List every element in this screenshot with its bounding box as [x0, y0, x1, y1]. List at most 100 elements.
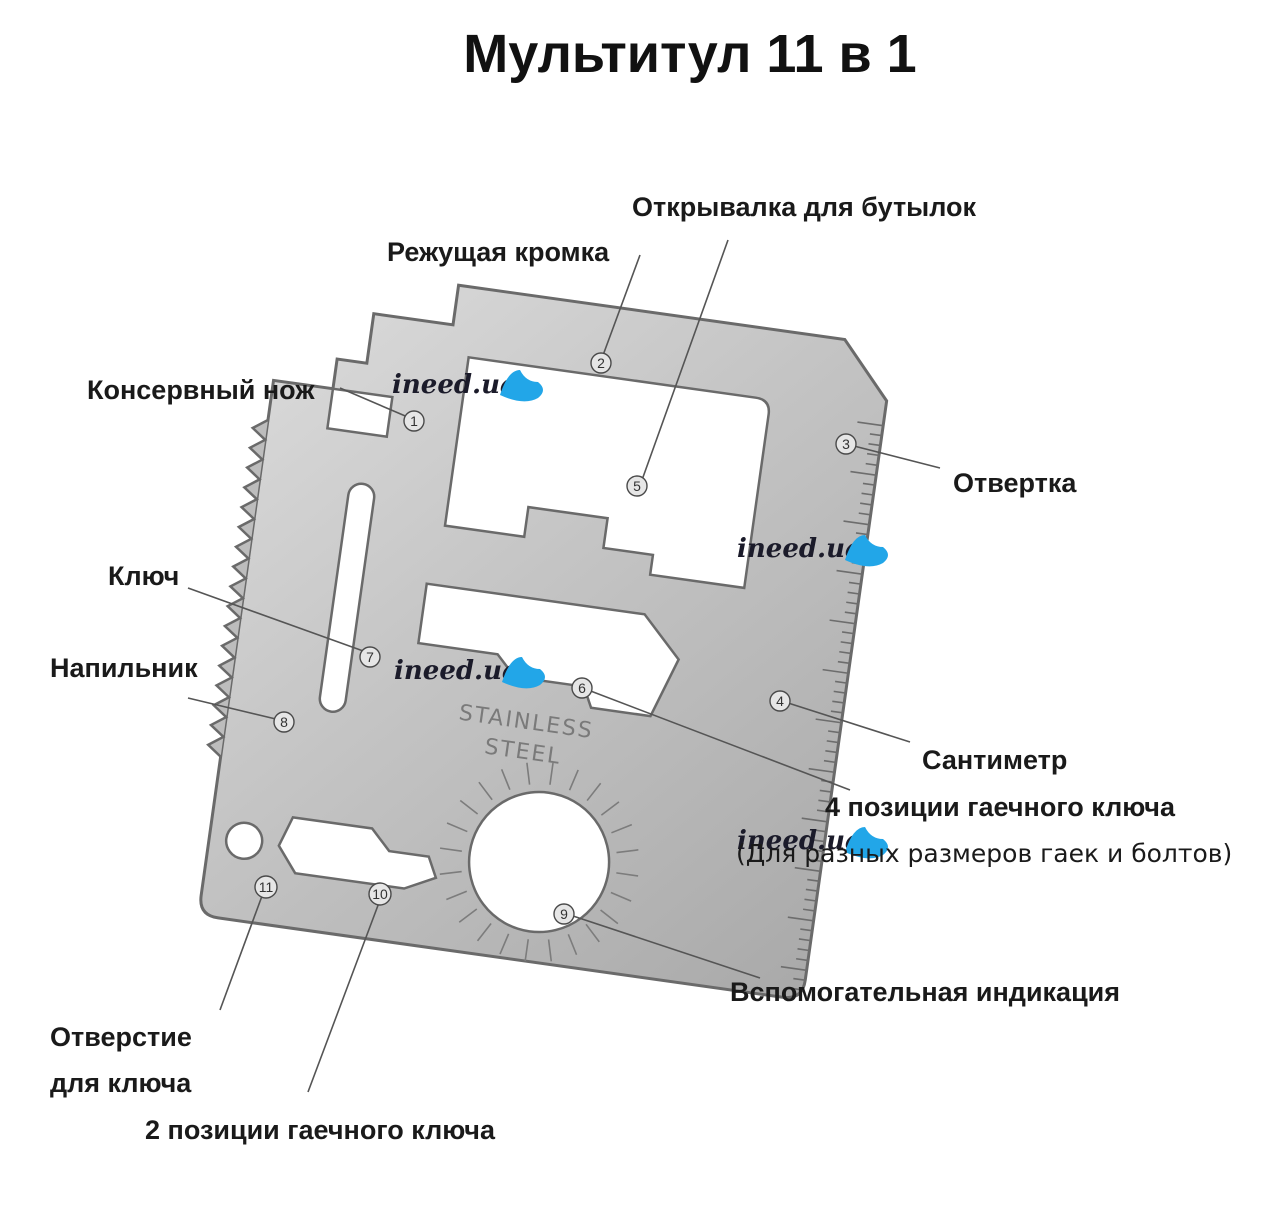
- key-slot: [318, 482, 376, 713]
- leader-10: [307, 899, 381, 1093]
- indicator-ray: [568, 769, 579, 791]
- marker-10: 10: [368, 882, 392, 906]
- ruler-tick: [796, 957, 809, 962]
- ruler-tick: [801, 817, 828, 823]
- marker-5: 5: [626, 475, 648, 497]
- file-teeth: [206, 418, 269, 758]
- ruler-tick: [787, 916, 814, 922]
- ruler-tick: [805, 888, 818, 892]
- ruler-tick: [843, 520, 870, 526]
- indicator-ray: [585, 923, 600, 943]
- marker-3: 3: [835, 433, 857, 455]
- ruler-tick: [791, 987, 804, 991]
- svg-text:2: 2: [597, 355, 605, 371]
- ruler-tick: [794, 866, 821, 873]
- watermark: ineed.ua: [737, 826, 888, 859]
- indicator-ray: [439, 870, 462, 876]
- indicator-ray: [616, 849, 639, 854]
- svg-text:8: 8: [280, 714, 288, 730]
- svg-text:7: 7: [366, 649, 374, 665]
- indicator-ray: [500, 769, 511, 791]
- label-screwdriver: Отвертка: [953, 468, 1077, 498]
- indicator-ray: [610, 891, 632, 902]
- ruler-tick: [836, 569, 863, 576]
- ruler-tick: [847, 591, 860, 595]
- ruler-tick: [848, 581, 862, 585]
- label-bottle-opener: Открывалка для бутылок: [632, 192, 977, 222]
- label-can-opener: Консервный нож: [87, 375, 315, 405]
- leader-5: [641, 239, 729, 481]
- indicator-ray: [439, 847, 462, 852]
- leader-6: [587, 689, 851, 791]
- ruler-tick: [807, 878, 820, 882]
- ruler-tick: [841, 631, 855, 635]
- marker-4: 4: [769, 690, 791, 712]
- indicator-ray: [611, 823, 633, 834]
- ruler-tick: [819, 789, 832, 793]
- leader-1: [339, 387, 411, 419]
- ruler-tick: [869, 433, 882, 437]
- ruler-tick: [834, 680, 848, 684]
- watermark-drop-icon: [845, 535, 888, 567]
- ruler-tick: [829, 619, 856, 625]
- ruler-tick: [809, 858, 823, 863]
- ruler-tick: [865, 462, 878, 467]
- marker-8: 8: [273, 711, 295, 733]
- ruler-tick: [804, 898, 817, 902]
- ruler-tick: [840, 641, 853, 645]
- ruler-tick: [825, 750, 838, 754]
- ruler-tick: [858, 512, 871, 516]
- ruler-tick: [830, 710, 843, 714]
- bottle-opener-cutout: [443, 355, 771, 590]
- ruler-tick: [833, 690, 846, 694]
- indicator-ray: [549, 762, 554, 785]
- leader-3: [849, 444, 941, 469]
- ruler-tick: [811, 849, 824, 853]
- indicator-ray: [446, 890, 468, 901]
- label-key-hole-line2: для ключа: [50, 1068, 192, 1098]
- svg-text:6: 6: [578, 680, 586, 696]
- ruler-tick: [812, 839, 825, 843]
- label-indicator: Вспомогательная индикация: [730, 977, 1120, 1007]
- ruler-tick: [866, 452, 880, 457]
- watermark-text: ineed.ua: [394, 656, 519, 686]
- indicator-ray: [567, 934, 578, 956]
- indicator-ray: [547, 939, 553, 962]
- label-key-hole-line1: Отверстие: [50, 1022, 192, 1052]
- leader-4: [784, 701, 911, 743]
- callout-markers: 1 2 3 4 5 6 7 8 9 10 11: [254, 352, 857, 925]
- watermark-text: ineed.ua: [392, 370, 517, 400]
- svg-text:5: 5: [633, 478, 641, 494]
- ruler-tick: [818, 799, 831, 803]
- watermark: ineed.ua: [392, 370, 543, 402]
- watermark-drop-icon: [500, 370, 543, 402]
- marker-9: 9: [553, 903, 575, 925]
- ruler-tick: [857, 421, 884, 427]
- indicator-ray: [600, 801, 620, 816]
- label-file: Напильник: [50, 653, 198, 683]
- indicator-ray: [499, 933, 510, 955]
- label-key: Ключ: [108, 561, 179, 591]
- ruler-tick: [862, 482, 875, 486]
- callout-labels: Консервный нож Режущая кромка Отвертка С…: [50, 192, 1232, 1145]
- label-wrench-4-note: (Для разных размеров гаек и болтов): [736, 839, 1232, 868]
- marker-2: 2: [590, 352, 612, 374]
- leader-11: [219, 895, 263, 1011]
- marker-1: 1: [403, 410, 425, 432]
- ruler-tick: [855, 532, 868, 536]
- label-cutting-edge: Режущая кромка: [387, 237, 610, 267]
- indicator-ray: [446, 822, 468, 833]
- marker-11: 11: [254, 875, 278, 899]
- indicator-ray: [600, 909, 619, 925]
- ruler-tick: [850, 470, 877, 476]
- leader-2: [601, 254, 641, 359]
- watermark: ineed.ua: [737, 534, 888, 567]
- watermark-text: ineed.ua: [737, 534, 862, 564]
- ruler-tick: [800, 928, 813, 932]
- svg-text:11: 11: [259, 879, 274, 895]
- ruler-tick: [798, 938, 811, 942]
- indicator-ray: [526, 762, 531, 785]
- marker-6: 6: [571, 677, 593, 699]
- leader-lines: [187, 239, 941, 1093]
